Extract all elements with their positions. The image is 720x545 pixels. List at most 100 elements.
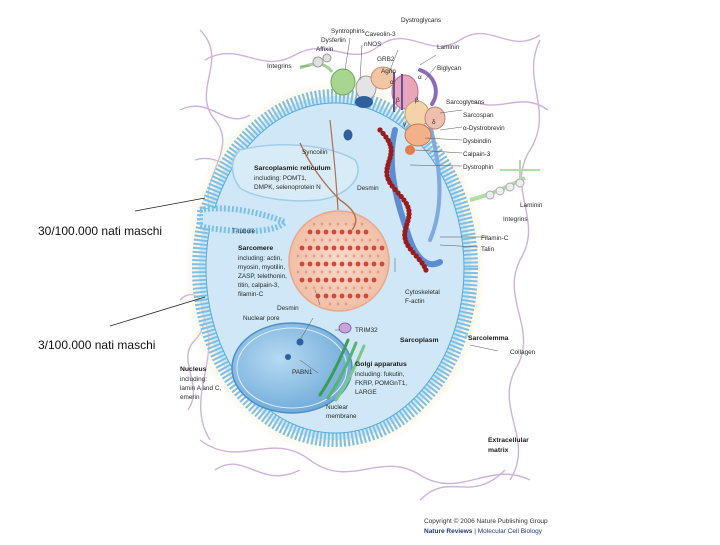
label-golgi-line: FKRP, POMGnT1, (355, 380, 407, 387)
sarcomere-dot (304, 254, 308, 258)
sarcomere-dot (347, 245, 353, 251)
sarcomere-dot (344, 238, 348, 242)
sarcomere-dot (331, 261, 337, 267)
sarcomere-dot (315, 277, 321, 283)
sarcomere-dot (336, 302, 340, 306)
calpain-protein (405, 145, 415, 155)
sarcomere-dot (368, 238, 372, 242)
sarcomere-dot (336, 286, 340, 290)
label-nucleus-title: Nucleus (180, 366, 207, 373)
sarcomere-dot (328, 238, 332, 242)
integrin-right (469, 176, 526, 202)
sarcomere-dot (344, 222, 348, 226)
credit-separator: | (472, 528, 478, 535)
sarcomere-dot (323, 245, 329, 251)
sarcomere-dot (331, 229, 337, 235)
dystrophin-rod (388, 127, 443, 268)
sarcomere-dot (371, 261, 377, 267)
label-nucleus-line: emerin (180, 394, 200, 401)
label-desmin-mid: Desmin (277, 305, 299, 312)
sarcospan-protein (424, 106, 446, 130)
pabn1-marker (285, 354, 291, 360)
sarcomere-dot (360, 238, 364, 242)
sarcomere-dot (312, 270, 316, 274)
label-calpain3: Calpain-3 (463, 151, 491, 158)
label-nnos: nNOS (364, 41, 381, 48)
label-biglycan: Biglycan (437, 65, 462, 72)
beta-letter-1: β (396, 97, 400, 104)
syncoilin-filament (329, 119, 339, 211)
nuclear-pore-marker (296, 338, 304, 346)
label-alpha-dystrobrevin: α-Dystrobrevin (463, 125, 505, 132)
label-caveolin3: Caveolin-3 (365, 31, 396, 38)
sarcomere-dot (312, 222, 316, 226)
label-nuclear-membrane: membrane (326, 413, 357, 420)
label-grb2: GRB2 (377, 56, 395, 63)
sarcomere-dot (352, 270, 356, 274)
sarcomere-dot (371, 277, 377, 283)
sarcomere-dot (379, 245, 385, 251)
label-sarcomere-line: titin, calpain-3, (238, 282, 279, 289)
sarcomere-dot (339, 245, 345, 251)
label-talin: Talin (481, 246, 495, 253)
integrin-top (299, 53, 334, 73)
trim32-marker (338, 322, 352, 334)
sarcomere-dot (307, 229, 313, 235)
sarcomere-dot (352, 254, 356, 258)
sarcomere-dot (336, 270, 340, 274)
sarcomere (288, 210, 390, 312)
t-tubule (197, 205, 291, 235)
label-golgi-title: Golgi apparatus (355, 361, 407, 368)
sarcomere-dot (363, 229, 369, 235)
nnos-protein (355, 96, 373, 108)
label-nuclear-pore: Nuclear pore (243, 315, 280, 322)
f-actin-bead (380, 130, 386, 137)
label-laminin-top: Laminin (437, 44, 460, 51)
sarcomere-dot (299, 261, 305, 267)
f-actin-bead (410, 249, 416, 256)
sarcomere-dot (320, 222, 324, 226)
sarcomere-dot (323, 293, 329, 299)
f-actin-bead (377, 127, 383, 133)
sarcomere-dot (355, 245, 361, 251)
f-actin-bead (389, 183, 395, 189)
sarcomere-dot (347, 261, 353, 267)
sarcomere-dot (363, 261, 369, 267)
label-dysbindin: Dysbindin (463, 138, 492, 145)
label-sr-line1: including: POMT1, (254, 175, 307, 182)
sarcomere-dot (331, 245, 337, 251)
f-actin-chain (377, 127, 429, 273)
sarcomere-dot (331, 293, 337, 299)
f-actin-bead (413, 253, 419, 259)
label-sarcospan: Sarcospan (463, 112, 494, 119)
annotation-lower: 3/100.000 nati maschi (38, 338, 156, 352)
sarcomere-dot (352, 286, 356, 290)
sarcomere-dot (307, 261, 313, 267)
sarcomere-dot (307, 245, 313, 251)
sarcomere-dot (368, 270, 372, 274)
label-integrins-top: Integrins (267, 63, 292, 70)
sarcomere-dot (320, 270, 324, 274)
sarcomere-dot (347, 277, 353, 283)
sarcomere-dot (347, 293, 353, 299)
label-sarcolemma: Sarcolemma (468, 335, 509, 342)
sarcomere-dot (299, 245, 305, 251)
filamin-c-rod (428, 123, 442, 242)
beta-letter-2: β (415, 97, 419, 104)
label-dysferlin: Dysferlin (321, 37, 346, 44)
sarcomere-dot (363, 277, 369, 283)
sarcomere-dot (360, 270, 364, 274)
sarcomere-dot (328, 286, 332, 290)
dgc-complex (330, 66, 446, 155)
label-affixin: Affixin (316, 46, 334, 53)
delta-letter: δ (432, 119, 436, 126)
journal-line: Nature Reviews | Molecular Cell Biology (424, 528, 542, 535)
journal-name: Molecular Cell Biology (477, 528, 543, 535)
label-sarcomere-line: including: actin, (238, 255, 282, 262)
label-ecm: matrix (488, 447, 509, 454)
label-syntrophins: Syntrophins (331, 28, 365, 35)
leader-lines (299, 37, 499, 374)
label-ecm: Extracellular (488, 437, 529, 444)
